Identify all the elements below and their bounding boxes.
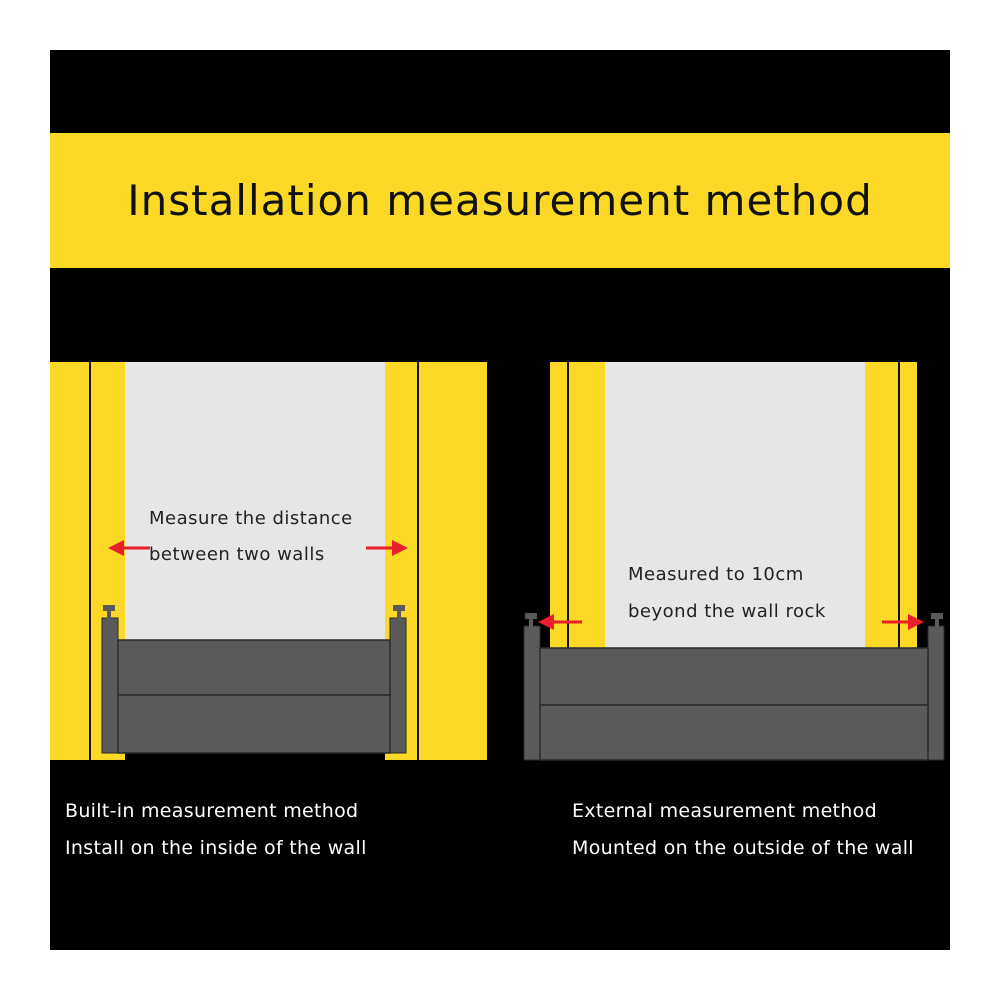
external-right-post: [927, 625, 945, 761]
external-caption-line2: Mounted on the outside of the wall: [572, 837, 914, 859]
builtin-barrier-board-top: [117, 639, 391, 696]
external-left-post-stem: [529, 618, 533, 627]
builtin-right-post-stem: [397, 610, 401, 619]
diagram-title: Installation measurement method: [127, 176, 873, 225]
builtin-caption-line2: Install on the inside of the wall: [65, 837, 367, 859]
builtin-left-arrow-head: [108, 540, 124, 556]
builtin-caption-line1: Built-in measurement method: [65, 800, 359, 822]
diagram-frame: Installation measurement method: [50, 50, 950, 950]
external-barrier-board-bottom: [539, 704, 929, 761]
builtin-note-line1: Measure the distance: [149, 508, 353, 529]
external-left-post: [523, 625, 541, 761]
builtin-barrier-board-bottom: [117, 694, 391, 754]
builtin-left-post-stem: [107, 610, 111, 619]
external-caption-line1: External measurement method: [572, 800, 877, 822]
builtin-diagram: [50, 362, 487, 760]
builtin-right-arrow-head: [392, 540, 408, 556]
external-left-arrow-head: [538, 614, 554, 630]
external-note-line2: beyond the wall rock: [628, 601, 826, 622]
external-barrier-board-top: [539, 647, 929, 706]
builtin-note-line2: between two walls: [149, 544, 325, 565]
builtin-left-post-cap: [103, 605, 115, 611]
external-diagram: [523, 362, 945, 761]
external-right-post-stem: [935, 618, 939, 627]
builtin-opening: [125, 362, 385, 662]
builtin-right-post-cap: [393, 605, 405, 611]
external-left-post-cap: [525, 613, 537, 619]
external-left-wall: [550, 362, 605, 648]
external-note-line1: Measured to 10cm: [628, 564, 804, 585]
external-right-post-cap: [931, 613, 943, 619]
external-right-wall: [865, 362, 917, 648]
external-right-arrow-head: [908, 614, 924, 630]
title-banner: Installation measurement method: [50, 133, 950, 268]
external-opening: [605, 362, 865, 648]
